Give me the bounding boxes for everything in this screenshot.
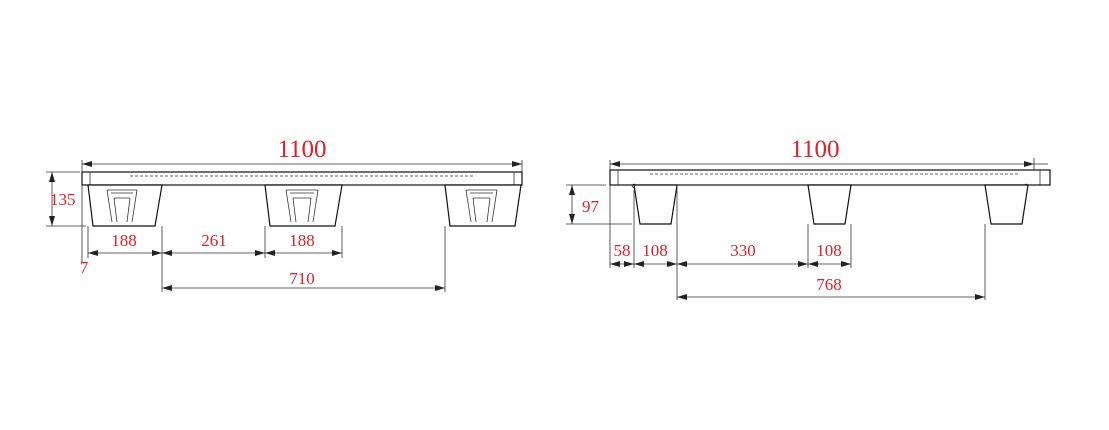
right-gap-label: 330 — [730, 241, 756, 260]
left-deck — [81, 171, 523, 186]
right-foot-span-label: 768 — [816, 275, 842, 294]
right-edge-offset-label: 58 — [614, 241, 631, 260]
left-foot-width-center-label: 188 — [289, 231, 315, 250]
left-foot-width-left-label: 188 — [111, 231, 137, 250]
left-height-label: 135 — [50, 190, 76, 209]
left-foot-2 — [264, 184, 343, 227]
left-foot-1 — [87, 184, 163, 227]
right-view: 1100 97 58 108 330 108 76 — [566, 136, 1051, 300]
left-view: 1100 135 — [46, 136, 523, 292]
right-foot-3 — [984, 184, 1029, 225]
right-foot-width-center-label: 108 — [816, 241, 842, 260]
right-deck — [609, 169, 1051, 186]
left-foot-span-label: 710 — [289, 269, 315, 288]
right-height-label: 97 — [582, 197, 600, 216]
right-foot-1 — [633, 184, 678, 225]
left-gap-label: 261 — [201, 231, 227, 250]
left-overall-width-label: 1100 — [277, 136, 326, 163]
left-edge-offset-label: 7 — [80, 258, 89, 277]
right-foot-width-left-label: 108 — [642, 241, 668, 260]
right-foot-2 — [807, 184, 852, 225]
left-foot-3 — [444, 184, 522, 227]
right-overall-width-label: 1100 — [790, 136, 839, 163]
